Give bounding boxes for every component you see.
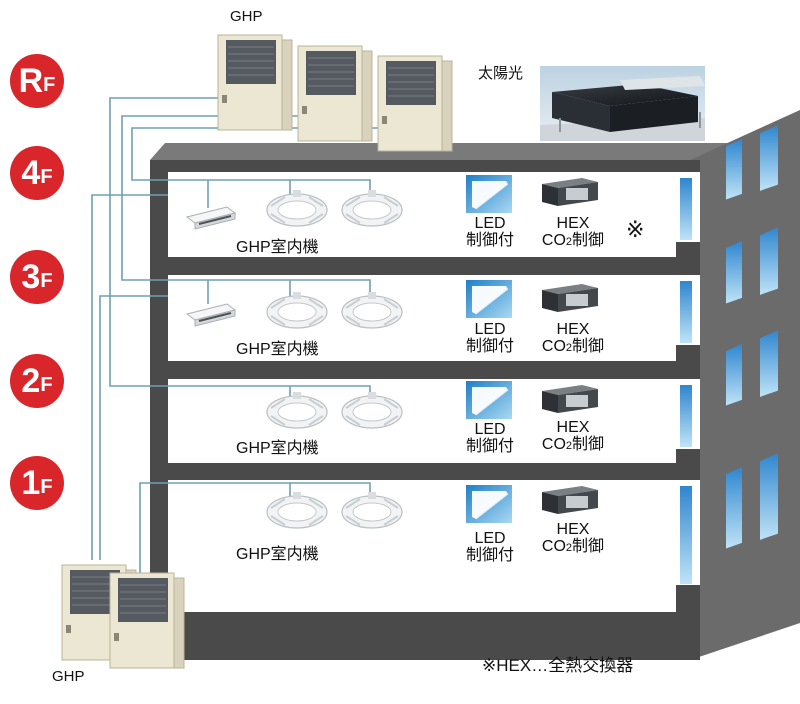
- hex-label-line2: CO2制御: [532, 435, 614, 454]
- hex-label-line1: HEX: [556, 321, 590, 338]
- hex-label-sub: 2: [565, 341, 573, 354]
- indoor-unit-label-2f: GHP室内機: [236, 440, 319, 457]
- led-label-line1: LED: [474, 421, 506, 438]
- hex-label-co: CO: [541, 537, 566, 555]
- side-window: [726, 343, 742, 406]
- side-window: [726, 138, 742, 200]
- ghp-unit-roof-3: [377, 55, 453, 152]
- hex-label-line1: HEX: [556, 521, 590, 538]
- indoor-unit-label-4f: GHP室内機: [236, 239, 319, 256]
- solar-label: 太陽光: [478, 65, 524, 82]
- hex-asterisk-mark: ※: [626, 217, 645, 242]
- hex-label-line2: CO2制御: [532, 537, 614, 556]
- hex-label-sub: 2: [565, 541, 573, 554]
- led-panel-2f: [465, 380, 513, 420]
- solar-panel-image: [540, 66, 705, 141]
- hex-label-control: 制御: [572, 435, 605, 453]
- hex-label-co: CO: [541, 231, 566, 249]
- floor-badge-number: 2: [21, 361, 41, 400]
- ghp-label-bottom: GHP: [52, 668, 85, 685]
- led-panel-1f: [465, 484, 513, 524]
- led-label-4f: LED 制御付: [462, 215, 518, 250]
- hex-label-line1: HEX: [556, 215, 590, 232]
- led-label-line1: LED: [474, 321, 506, 338]
- hex-label-co: CO: [541, 337, 566, 355]
- led-panel-3f: [465, 279, 513, 319]
- led-label-line2: 制御付: [465, 231, 514, 249]
- floor-badge-suffix: F: [40, 269, 53, 292]
- ghp-unit-roof-2: [297, 45, 373, 142]
- hex-label-2f: HEX CO2制御: [532, 419, 614, 454]
- hex-label-control: 制御: [572, 337, 605, 355]
- led-label-line2: 制御付: [465, 437, 514, 455]
- ghp-unit-roof-1: [217, 34, 293, 131]
- floor-badge-number: 4: [21, 153, 41, 192]
- floor-badge-number: 1: [21, 463, 41, 502]
- hex-label-control: 制御: [572, 231, 605, 249]
- led-label-line2: 制御付: [465, 546, 514, 564]
- floor-badge-suffix: F: [40, 475, 53, 498]
- hex-label-line2: CO2制御: [532, 231, 614, 250]
- side-window: [760, 453, 778, 540]
- hex-label-line2: CO2制御: [532, 337, 614, 356]
- footnote: ※HEX…全熱交換器: [482, 656, 634, 675]
- hex-label-4f: HEX CO2制御: [532, 215, 614, 250]
- side-window: [760, 227, 778, 295]
- led-label-line1: LED: [474, 215, 506, 232]
- ghp-label-top: GHP: [230, 8, 263, 25]
- led-label-3f: LED 制御付: [462, 321, 518, 356]
- hex-label-sub: 2: [565, 235, 573, 248]
- led-label-2f: LED 制御付: [462, 421, 518, 456]
- side-window: [760, 125, 778, 191]
- hex-label-1f: HEX CO2制御: [532, 521, 614, 556]
- side-window: [760, 330, 778, 397]
- side-window: [726, 240, 742, 304]
- hex-label-control: 制御: [572, 537, 605, 555]
- led-label-line1: LED: [474, 530, 506, 547]
- ghp-unit-ground-2: [109, 572, 185, 669]
- led-label-line2: 制御付: [465, 337, 514, 355]
- indoor-unit-label-3f: GHP室内機: [236, 341, 319, 358]
- hex-label-co: CO: [541, 435, 566, 453]
- floor-badge-suffix: F: [43, 73, 56, 96]
- floor-badge-number: R: [18, 61, 44, 100]
- hex-label-sub: 2: [565, 439, 573, 452]
- floor-badge-suffix: F: [40, 373, 53, 396]
- floor-badge-number: 3: [21, 257, 41, 296]
- hex-label-line1: HEX: [556, 419, 590, 436]
- indoor-unit-label-1f: GHP室内機: [236, 546, 319, 563]
- floor-badge-suffix: F: [40, 165, 53, 188]
- side-window: [726, 466, 742, 549]
- led-panel-4f: [465, 174, 513, 214]
- led-label-1f: LED 制御付: [462, 530, 518, 565]
- hex-label-3f: HEX CO2制御: [532, 321, 614, 356]
